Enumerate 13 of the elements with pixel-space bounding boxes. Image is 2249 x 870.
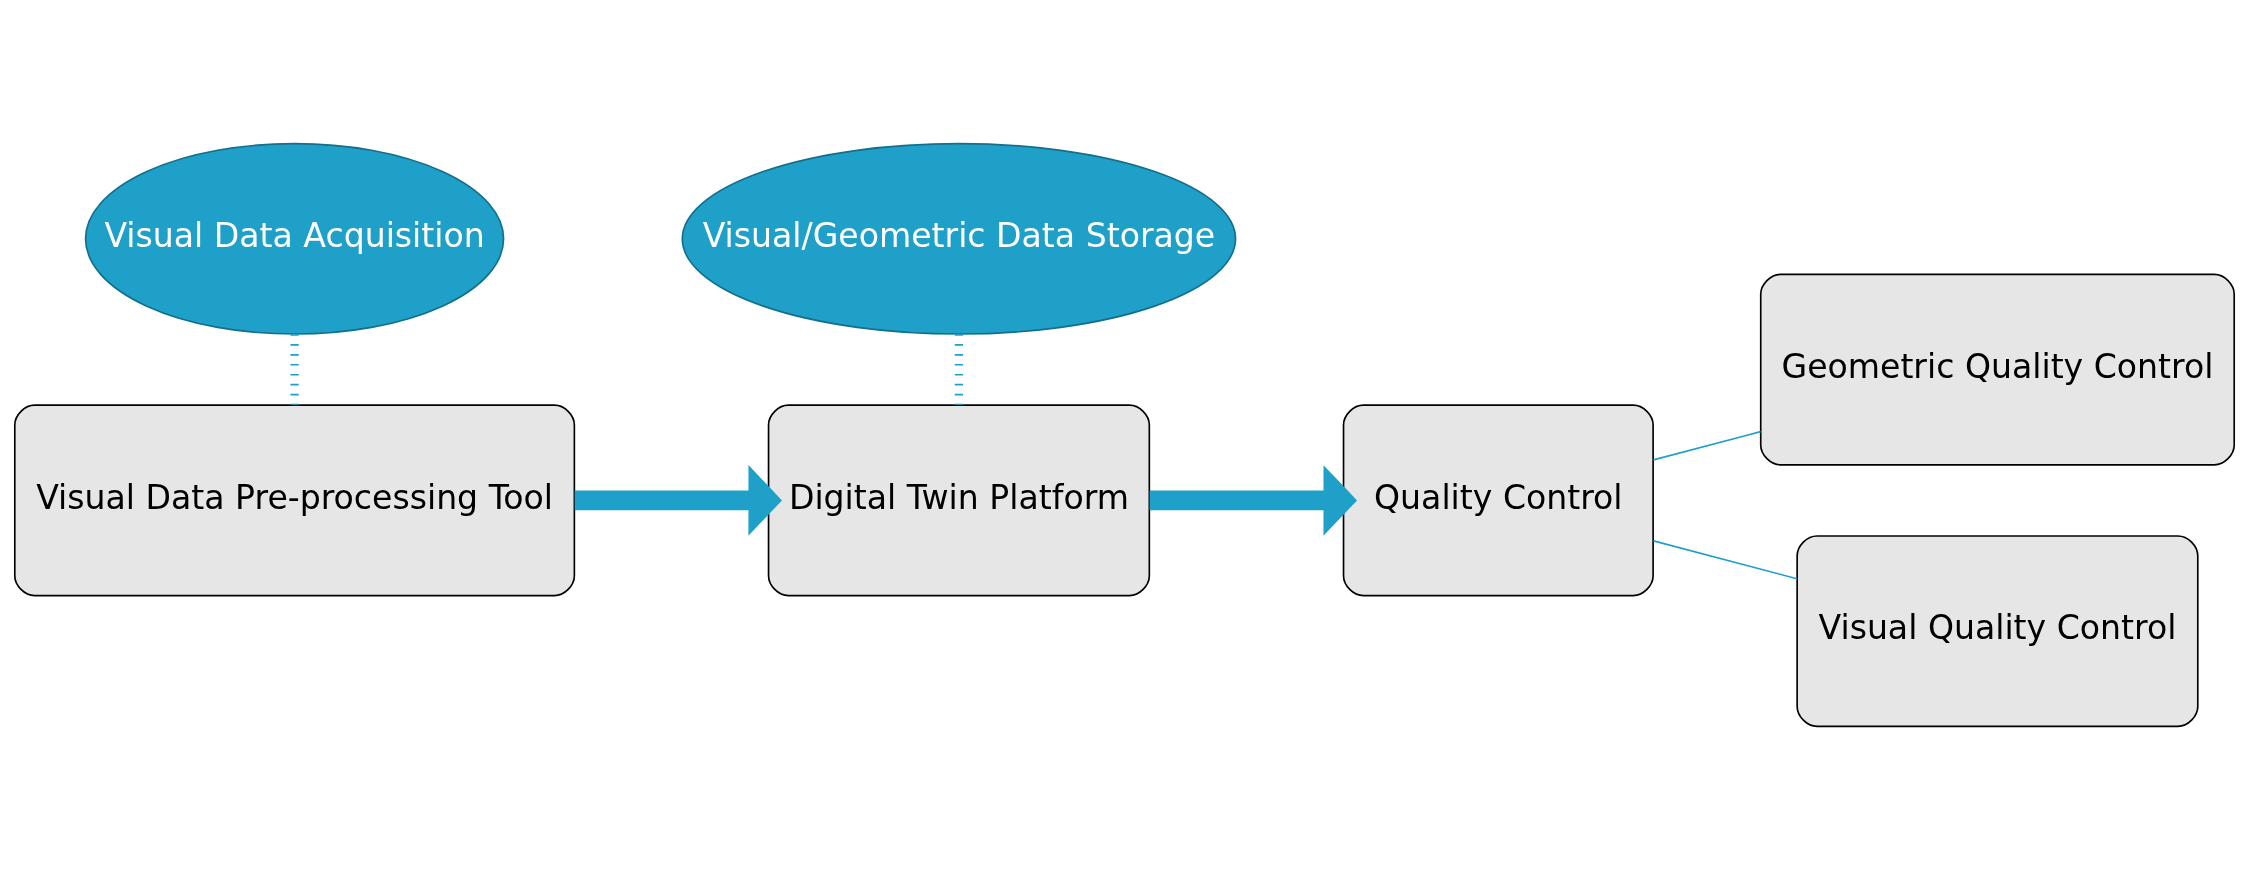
node-box: Geometric Quality Control <box>1759 273 2236 466</box>
node-box: Digital Twin Platform <box>767 404 1151 597</box>
node-box: Visual Data Pre-processing Tool <box>13 404 576 597</box>
arrow <box>574 465 782 536</box>
arrow <box>1149 465 1358 536</box>
connector <box>1652 430 1762 461</box>
connector <box>954 334 964 405</box>
connector <box>1652 540 1798 580</box>
node-box: Quality Control <box>1342 404 1654 597</box>
connector <box>290 334 299 405</box>
node-box: Visual Quality Control <box>1796 535 2199 728</box>
node-ellipse: Visual/Geometric Data Storage <box>681 142 1237 335</box>
node-ellipse: Visual Data Acquisition <box>84 142 505 335</box>
